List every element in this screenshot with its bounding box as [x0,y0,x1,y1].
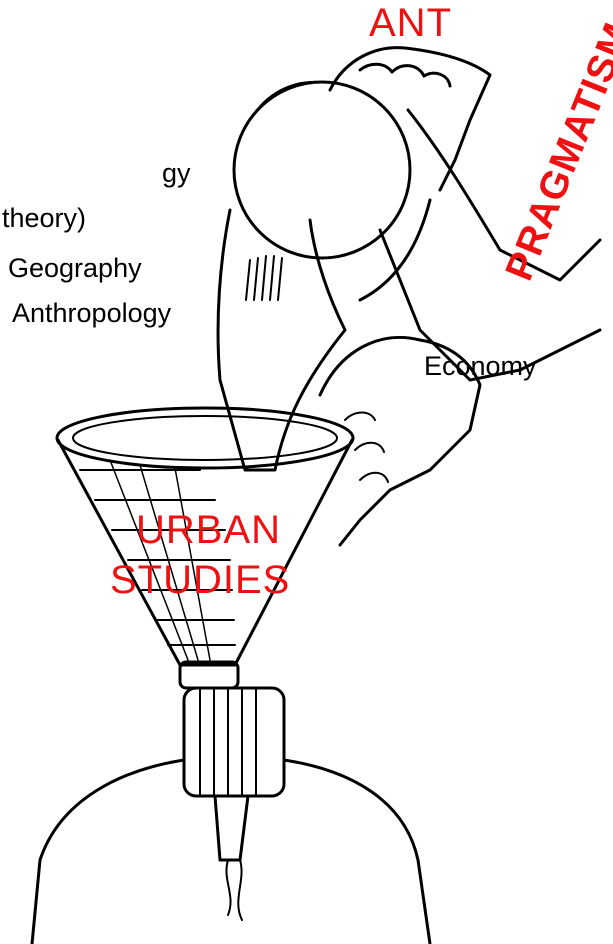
bottle-outline [30,758,186,944]
bottle-stopper [182,686,286,798]
arm-sleeve [406,108,602,282]
discipline-item: gy [162,158,191,188]
funnel-cone [56,438,354,667]
upper-hand [328,46,492,192]
ant-label: ANT [369,1,452,45]
lower-hand [318,335,482,547]
urban-label: URBAN [136,508,282,552]
discipline-item: Economy [424,351,537,381]
studies-label: STUDIES [110,558,291,602]
discipline-item: Geography [8,253,142,283]
discipline-item: Anthropology [12,298,172,328]
flask-body [232,80,412,260]
discipline-item: theory) [2,203,87,233]
funnel-rim [55,406,355,470]
funnel-spout [213,794,250,862]
pour-stream [216,208,347,472]
